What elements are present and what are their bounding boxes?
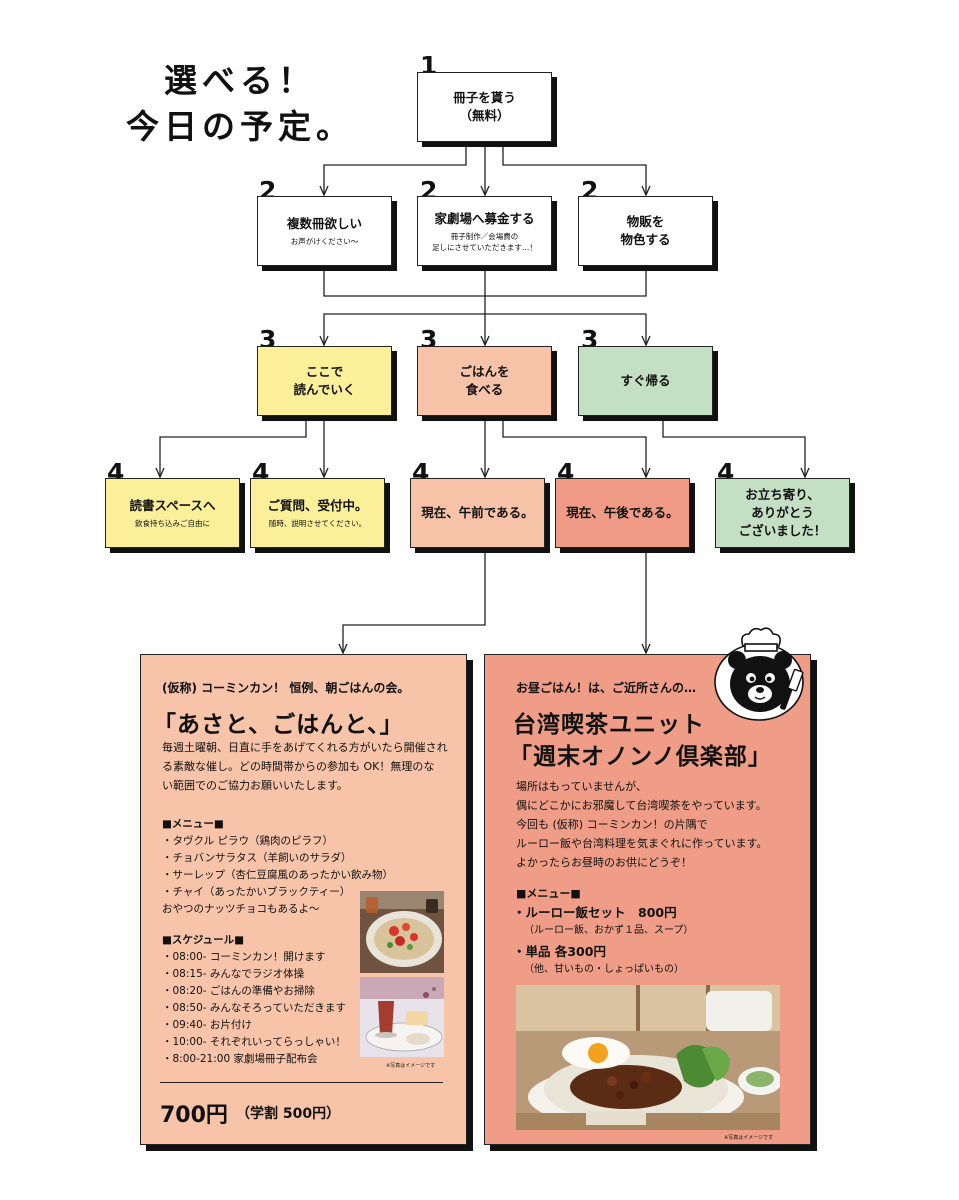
step-eat-meal-label-2: 食べる bbox=[465, 382, 504, 397]
lunch-desc: 偶にどこかにお邪魔して台湾喫茶をやっています。 bbox=[516, 799, 767, 812]
morning-price-student: （学割 500円） bbox=[236, 1106, 341, 1122]
step-questions-sub: 随時、説明させてください。 bbox=[268, 519, 367, 528]
step-go-home-label: すぐ帰る bbox=[620, 373, 671, 388]
morning-schedule-item: ・10:00- それぞれいってらっしゃい！ bbox=[162, 1036, 346, 1048]
step-get-booklet: 冊子を貰う （無料） bbox=[417, 72, 552, 142]
bear-chef-sticker bbox=[714, 627, 804, 721]
morning-price: 700円 bbox=[160, 1103, 228, 1128]
step-want-multiple-label: 複数冊欲しい bbox=[286, 216, 362, 231]
step-donate-sub-1: 冊子制作／会場費の bbox=[450, 231, 519, 241]
morning-schedule-item: ・08:20- ごはんの準備やお掃除 bbox=[162, 985, 315, 997]
lunch-heading-2: 「週末オノンノ倶楽部」 bbox=[509, 744, 772, 770]
morning-desc-2: る素敵な催し。どの時間帯からの参加も OK！無理のな bbox=[162, 760, 435, 773]
morning-schedule-item: ・08:50- みんなそろっていただきます bbox=[162, 1002, 346, 1014]
step-questions-label: ご質問、受付中。 bbox=[267, 498, 368, 513]
step-donate-label: 家劇場へ募金する bbox=[434, 210, 535, 226]
step-want-multiple-sub: お声がけください〜 bbox=[290, 237, 359, 246]
page-title: 選べる！ 今日の予定。 bbox=[110, 58, 370, 150]
morning-schedule-title: ■スケジュール■ bbox=[162, 934, 245, 946]
lunch-card: お昼ごはん！は、ご近所さんの… 台湾喫茶ユニット 「週末オノンノ倶楽部」 場所は… bbox=[484, 654, 811, 1145]
lunch-desc: よかったらお昼時のお供にどうぞ！ bbox=[516, 856, 692, 869]
morning-menu-item: おやつのナッツチョコもあるよ〜 bbox=[162, 903, 320, 915]
lunch-item-set: ・ルーロー飯セット 800円 bbox=[513, 905, 677, 920]
tea-photo bbox=[360, 977, 444, 1057]
morning-schedule-item: ・08:15- みんなでラジオ体操 bbox=[162, 968, 305, 980]
lunch-desc: ルーロー飯や台湾料理を気まぐれに作っています。 bbox=[516, 837, 768, 850]
morning-menu-item: ・サーレップ（杏仁豆腐風のあったかい飲み物） bbox=[162, 869, 393, 881]
morning-menu-item: ・タヴクル ピラウ（鶏肉のピラフ） bbox=[162, 835, 334, 847]
step-eat-meal-label-1: ごはんを bbox=[459, 364, 510, 379]
step-read-here-label-2: 読んでいく bbox=[293, 382, 356, 397]
lunch-desc: 今回も (仮称) コーミンカン！の片隅で bbox=[516, 818, 708, 831]
morning-menu-item: ・チョバンサラタス（羊飼いのサラダ） bbox=[162, 852, 352, 864]
step-reading-space-sub: 飲食持ち込みご自由に bbox=[135, 519, 210, 528]
step-thanks: お立ち寄り、 ありがとう ございました！ bbox=[715, 478, 850, 548]
step-morning: 現在、午前である。 bbox=[410, 478, 545, 548]
step-get-booklet-label: 冊子を貰う bbox=[453, 90, 516, 105]
morning-schedule-item: ・09:40- お片付け bbox=[162, 1019, 252, 1031]
morning-schedule-item: ・08:00- コーミンカン！開けます bbox=[162, 951, 326, 963]
breakfast-photo bbox=[360, 891, 444, 973]
step-questions: ご質問、受付中。 随時、説明させてください。 bbox=[250, 478, 385, 548]
title-line-2: 今日の予定。 bbox=[126, 107, 354, 146]
step-morning-label: 現在、午前である。 bbox=[421, 505, 534, 520]
step-reading-space: 読書スペースへ 飲食持ち込みご自由に bbox=[105, 478, 240, 548]
morning-heading: 「あさと、ごはんと、」 bbox=[153, 712, 404, 738]
lunch-menu-title: ■メニュー■ bbox=[516, 887, 581, 900]
step-eat-meal: ごはんを 食べる bbox=[417, 346, 552, 416]
step-number-3c: 3 bbox=[581, 325, 599, 354]
step-want-multiple: 複数冊欲しい お声がけください〜 bbox=[257, 196, 392, 266]
step-donate: 家劇場へ募金する 冊子制作／会場費の 足しにさせていただきます…！ bbox=[417, 196, 552, 266]
morning-desc-1: 毎週土曜朝、日直に手をあげてくれる方がいたら開催され bbox=[162, 741, 448, 754]
price-divider bbox=[160, 1082, 443, 1083]
lunch-item-single: ・単品 各300円 bbox=[513, 944, 606, 959]
morning-photo-note: ※写真はイメージです bbox=[386, 1063, 436, 1069]
step-afternoon-label: 現在、午後である。 bbox=[566, 505, 679, 520]
step-thanks-label-2: ありがとう bbox=[751, 505, 814, 520]
step-number-3a: 3 bbox=[259, 325, 277, 354]
morning-schedule-item: ・8:00-21:00 家劇場冊子配布会 bbox=[162, 1053, 318, 1065]
lunch-heading-1: 台湾喫茶ユニット bbox=[513, 712, 705, 738]
step-browse-goods-label-1: 物販を bbox=[626, 214, 665, 229]
lunch-photo-note: ※写真はイメージです bbox=[724, 1135, 774, 1141]
step-number-1: 1 bbox=[420, 51, 438, 80]
title-line-1: 選べる！ bbox=[164, 61, 316, 100]
step-donate-sub-2: 足しにさせていただきます…！ bbox=[432, 242, 537, 252]
step-read-here: ここで 読んでいく bbox=[257, 346, 392, 416]
step-thanks-label-1: お立ち寄り、 bbox=[745, 487, 820, 502]
lunch-lead: お昼ごはん！は、ご近所さんの… bbox=[516, 681, 697, 695]
lunch-item-set-detail: （ルーロー飯、おかず１品、スープ） bbox=[524, 925, 694, 936]
step-number-3b: 3 bbox=[420, 325, 438, 354]
step-browse-goods-label-2: 物色する bbox=[620, 232, 671, 247]
step-afternoon: 現在、午後である。 bbox=[555, 478, 690, 548]
step-get-booklet-sub: （無料） bbox=[459, 108, 510, 123]
morning-desc-3: い範囲でのご協力お願いいたします。 bbox=[162, 779, 348, 792]
lunch-item-single-detail: （他、甘いもの・しょっぱいもの） bbox=[524, 964, 684, 975]
morning-lead: (仮称) コーミンカン！ 恒例、朝ごはんの会。 bbox=[162, 681, 410, 695]
step-reading-space-label: 読書スペースへ bbox=[129, 498, 216, 513]
morning-menu-title: ■メニュー■ bbox=[162, 818, 224, 830]
morning-menu-item: ・チャイ（あったかいブラックティー） bbox=[162, 886, 351, 898]
step-read-here-label-1: ここで bbox=[305, 364, 344, 379]
step-go-home: すぐ帰る bbox=[578, 346, 713, 416]
lunch-desc: 場所はもっていませんが、 bbox=[516, 780, 647, 793]
morning-card: (仮称) コーミンカン！ 恒例、朝ごはんの会。 「あさと、ごはんと、」 毎週土曜… bbox=[140, 654, 467, 1145]
luroufan-photo bbox=[516, 985, 780, 1130]
step-browse-goods: 物販を 物色する bbox=[578, 196, 713, 266]
step-thanks-label-3: ございました！ bbox=[738, 523, 827, 538]
